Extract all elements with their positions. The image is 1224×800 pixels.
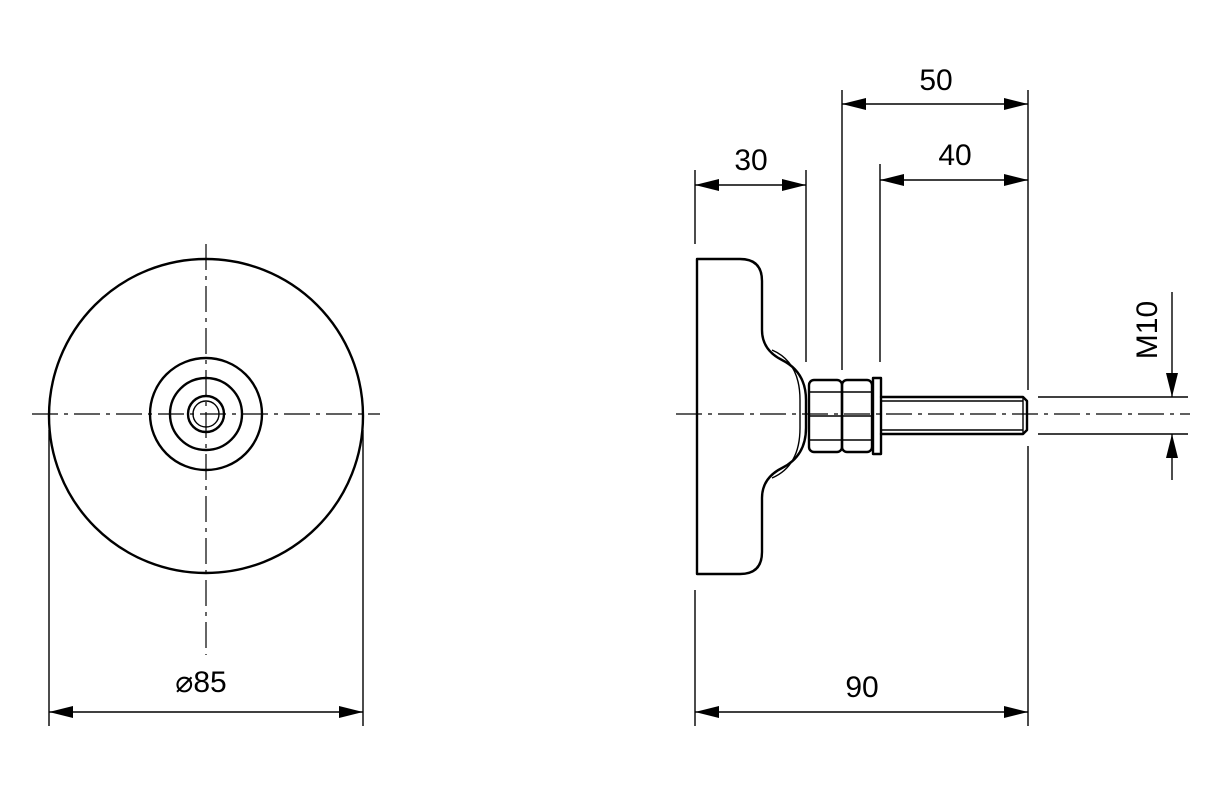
dimension-label-30: 30 [734, 144, 767, 177]
arrowhead [339, 706, 363, 718]
arrowhead [842, 98, 866, 110]
stud-outer-circle [186, 394, 226, 434]
nut-circle [168, 376, 244, 452]
diameter-label: ⌀85 [175, 666, 226, 699]
base-pad-outline [695, 257, 808, 576]
arrowhead [1004, 98, 1028, 110]
washer [871, 376, 883, 456]
thread-label-m10: M10 [1131, 301, 1164, 359]
arrowhead [49, 706, 73, 718]
arrowhead [782, 179, 806, 191]
arrowhead [1166, 373, 1178, 397]
threaded-stud [879, 395, 1029, 436]
boss-inner-line [771, 349, 801, 479]
arrowhead [695, 179, 719, 191]
dimension-label-90: 90 [845, 671, 878, 704]
boss-circle [148, 356, 264, 472]
arrowhead [695, 706, 719, 718]
dimension-label-40: 40 [938, 139, 971, 172]
arrowhead [1166, 434, 1178, 458]
arrowhead [880, 174, 904, 186]
side-view: 50 40 30 90 M10 [676, 64, 1190, 726]
stud-thread-circle [192, 400, 220, 428]
dimension-label-50: 50 [919, 64, 952, 97]
arrowhead [1004, 706, 1028, 718]
arrowhead [1004, 174, 1028, 186]
front-view: ⌀85 [32, 244, 380, 726]
base-outer-circle [47, 257, 365, 575]
